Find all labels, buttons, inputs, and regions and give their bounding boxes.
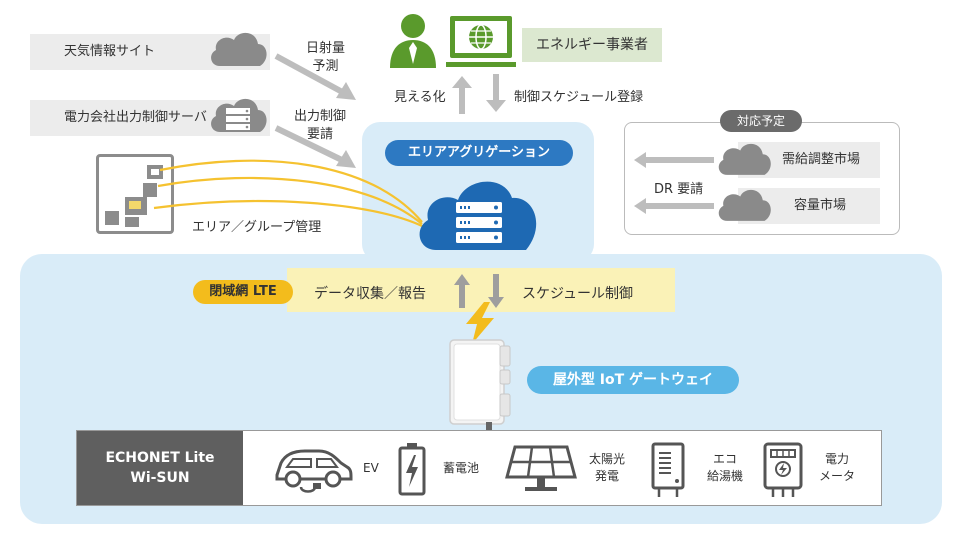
dr-request-arrows: [634, 152, 714, 214]
weather-cloud-icon: [211, 32, 267, 66]
power-company-label: 電力会社出力制御サーバ: [64, 110, 207, 125]
lte-arrows: [454, 274, 504, 308]
solar-forecast-line2: 予測: [312, 59, 339, 74]
server-cloud-icon: [211, 98, 267, 132]
connection-lines: [153, 159, 423, 227]
solar-forecast-label: 日射量 予測: [306, 40, 345, 76]
device-solar-label: 太陽光 発電: [589, 451, 625, 485]
aggregation-server-cloud-icon: [419, 181, 537, 250]
computer-globe-icon: [446, 16, 516, 67]
protocol-label: ECHONET Lite Wi-SUN: [77, 431, 243, 505]
visualize-label: 見える化: [394, 90, 446, 105]
operator-arrows: [452, 74, 506, 114]
solar-panel-icon: [505, 445, 577, 491]
device-solar-line1: 太陽光: [589, 452, 626, 466]
weather-site-label: 天気情報サイト: [64, 44, 156, 59]
energy-operator-label: エネルギー事業者: [522, 28, 662, 62]
device-water-heater-line2: 給湯機: [707, 469, 744, 483]
water-heater-icon: [651, 442, 685, 497]
device-ev-label: EV: [363, 461, 379, 475]
source-arrows: [274, 53, 356, 168]
schedule-register-label: 制御スケジュール登録: [514, 90, 644, 105]
device-meter-line1: 電力: [825, 452, 850, 466]
curtailment-request-line2: 要請: [307, 127, 334, 142]
ev-car-icon: [275, 449, 353, 493]
gateway-device-icon: [449, 339, 511, 436]
market-1-cloud-icon: [718, 143, 771, 175]
gateway-pill: 屋外型 IoT ゲートウェイ: [527, 366, 739, 394]
curtailment-request-label: 出力制御 要請: [294, 108, 346, 144]
market-2-label: 容量市場: [794, 198, 847, 213]
market-2-cloud-icon: [718, 189, 771, 221]
battery-icon: [398, 443, 426, 496]
device-meter-line2: メータ: [819, 469, 856, 483]
power-meter-icon: [763, 442, 803, 497]
device-solar-line2: 発電: [595, 469, 620, 483]
area-group-label: エリア／グループ管理: [192, 220, 322, 235]
closed-lte-pill: 閉域網 LTE: [193, 280, 293, 304]
solar-forecast-line1: 日射量: [306, 41, 346, 56]
dr-request-label: DR 要請: [654, 182, 704, 197]
device-water-heater-line1: エコ: [713, 452, 738, 466]
device-bar: ECHONET Lite Wi-SUN EV 蓄電池 太陽光 発電: [76, 430, 882, 506]
data-collect-label: データ収集／報告: [314, 286, 426, 302]
curtailment-request-line1: 出力制御: [294, 109, 347, 124]
future-tag: 対応予定: [720, 110, 802, 132]
lte-band: [287, 268, 675, 312]
aggregation-pill: エリアアグリゲーション: [385, 140, 573, 166]
area-map-icon: [96, 154, 174, 234]
device-water-heater-label: エコ 給湯機: [707, 451, 743, 485]
market-1-label: 需給調整市場: [782, 152, 861, 167]
protocol-line2: Wi-SUN: [130, 470, 190, 486]
person-icon: [390, 14, 436, 68]
device-meter-label: 電力 メータ: [819, 451, 855, 485]
device-battery-label: 蓄電池: [443, 461, 480, 475]
lightning-icon: [466, 302, 494, 344]
schedule-control-label: スケジュール制御: [522, 286, 634, 302]
protocol-line1: ECHONET Lite: [105, 450, 215, 466]
